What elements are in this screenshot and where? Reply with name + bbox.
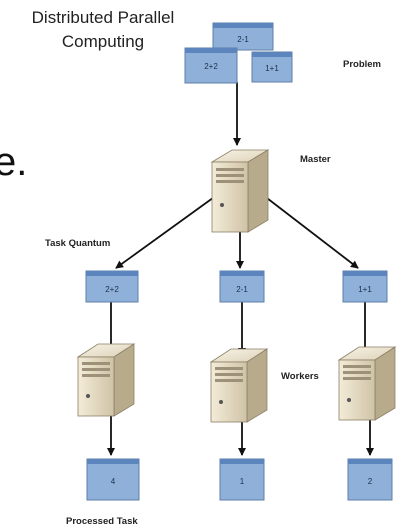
master-server-icon bbox=[210, 149, 270, 233]
arrow-master-to-task-1 bbox=[115, 194, 218, 269]
task-card-1: 2+2 bbox=[85, 270, 139, 303]
problem-card-1-label: 2-1 bbox=[237, 35, 249, 44]
diagram-title: Distributed Parallel Computing bbox=[31, 8, 175, 51]
task-quantum-label: Task Quantum bbox=[45, 238, 111, 249]
problem-card-3-label: 1+1 bbox=[265, 64, 279, 73]
workers-label: Workers bbox=[281, 371, 319, 382]
arrow-master-to-task-3 bbox=[262, 194, 359, 269]
cropped-text-fragment: e. bbox=[0, 140, 28, 184]
task-card-1-label: 2+2 bbox=[105, 285, 119, 294]
task-card-2-label: 2-1 bbox=[236, 285, 248, 294]
worker-server-3-icon bbox=[337, 346, 397, 421]
task-card-3-label: 1+1 bbox=[358, 285, 372, 294]
problem-card-3: 1+1 bbox=[251, 51, 293, 83]
result-card-1: 4 bbox=[86, 458, 140, 501]
result-card-2-label: 1 bbox=[240, 477, 245, 486]
task-card-2: 2-1 bbox=[219, 270, 265, 303]
worker-server-1-icon bbox=[76, 343, 136, 417]
problem-label: Problem bbox=[343, 59, 382, 70]
processed-task-label: Processed Task bbox=[66, 516, 138, 527]
result-card-3-label: 2 bbox=[368, 477, 373, 486]
task-card-3: 1+1 bbox=[342, 270, 388, 303]
result-card-3: 2 bbox=[347, 458, 393, 501]
result-card-1-label: 4 bbox=[111, 477, 116, 486]
problem-card-1: 2-1 bbox=[212, 22, 274, 51]
problem-card-2-label: 2+2 bbox=[204, 62, 218, 71]
worker-server-2-icon bbox=[209, 348, 269, 423]
problem-card-stack: 2-1 2+2 1+1 bbox=[184, 22, 293, 84]
problem-card-2: 2+2 bbox=[184, 47, 238, 84]
result-card-2: 1 bbox=[219, 458, 265, 501]
master-label: Master bbox=[300, 154, 331, 165]
